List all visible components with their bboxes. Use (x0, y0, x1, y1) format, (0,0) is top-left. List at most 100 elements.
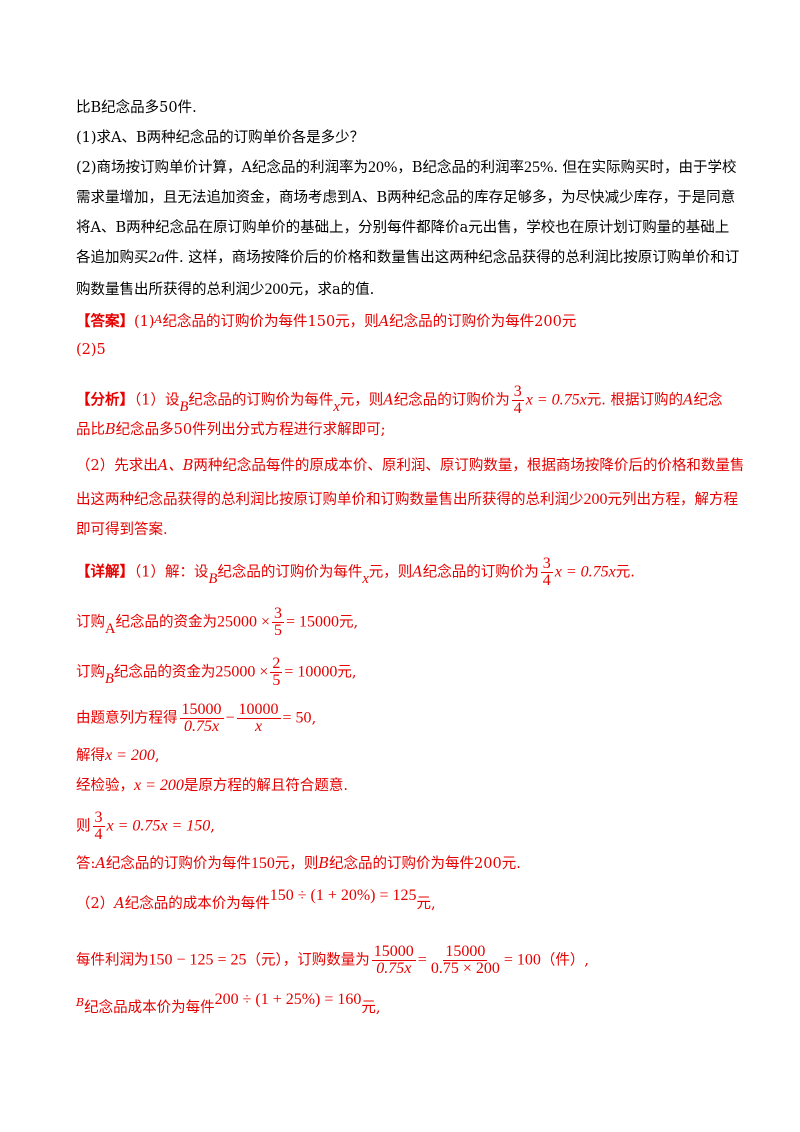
text-span: 25000 × (215, 663, 269, 681)
detail-line-9: （2）A纪念品的成本价为每件150 ÷ (1 + 20%) = 125元, (76, 887, 730, 914)
analysis-line-5: 即可得到答案. (76, 520, 730, 540)
text-span: B (208, 570, 218, 587)
text-span: 200 (583, 491, 608, 508)
text-span: 元. (615, 564, 635, 581)
text-span: 2a (148, 249, 165, 266)
text-span: 元，则 (274, 856, 319, 872)
text-span: = 100 (503, 951, 541, 969)
analysis-line-2: 品比B纪念品多50件列出分式方程进行求解即可; (76, 420, 730, 440)
text-span: 25000 × (216, 613, 271, 631)
text-span: 3 (272, 605, 285, 623)
text-span: 纪念品的订购价为每件 (105, 856, 251, 872)
text-span: = (417, 951, 427, 969)
text-span: B (318, 856, 330, 872)
text-span: 150 ÷ (1 + 20%) = 125 (269, 887, 417, 904)
text-span: 元，则 (368, 564, 413, 581)
text-span: B (105, 422, 116, 438)
text-span: x = 0.75x (554, 563, 616, 581)
text-span: = 10000 (284, 663, 338, 681)
text-span: ，B纪念品的利润率 (397, 160, 524, 176)
text-span: . 但在实际购买时，由于学校 (553, 160, 737, 176)
text-span: 0.75x (376, 960, 412, 977)
text-span: A (154, 313, 163, 326)
text-span: 件. 这样，商场按降价后的价格和数量售出这两种纪念品获得的总利润比按原订购单价和… (164, 250, 740, 266)
text-span: 每件利润为 (76, 952, 149, 969)
text-span: （2） (76, 896, 115, 912)
text-span: (1) (134, 314, 155, 330)
text-span: 2 (270, 655, 283, 673)
text-span: 即可得到答案. (76, 522, 168, 538)
text-span: 【答案】 (76, 313, 134, 330)
text-span: 纪念品的订购价为每件 (217, 564, 363, 581)
text-span: 【分析】 (76, 391, 134, 409)
text-span: 纪念品的订购价为每件150元，则 (162, 314, 379, 330)
text-span: 15000 (179, 701, 224, 719)
text-span: = 15000 (286, 613, 340, 631)
text-span: 5 (272, 672, 281, 689)
text-span: 纪念品的资金为 (113, 664, 216, 681)
text-span: A (114, 896, 125, 912)
text-span: 元，则 (339, 392, 384, 409)
problem-line-1: 比B纪念品多50件. (76, 98, 730, 118)
text-span: 纪念品的订购价为每件200元. (329, 856, 521, 872)
text-span: 纪念品的订购价为每件200元 (389, 314, 577, 330)
text-span: 纪念 (693, 392, 723, 409)
text-span: （2）先求出 (76, 458, 158, 474)
text-span: 4 (513, 400, 522, 417)
answer-part-2: (2)5 (76, 340, 730, 360)
text-span: 纪念品的订购价为 (393, 392, 510, 409)
analysis-line-3: （2）先求出A、B两种纪念品每件的原成本价、原利润、原订购数量，根据商场按降价后… (76, 456, 744, 476)
text-span: 4 (94, 826, 103, 843)
text-span: x = 200 (134, 777, 184, 794)
text-span: (1)求A、B两种纪念品的订购单价各是多少？ (76, 130, 365, 146)
text-span: (2)5 (76, 342, 106, 358)
text-span: 答: (76, 856, 96, 872)
text-span: A、B (157, 458, 194, 474)
text-span: 元列出方程，解方程 (607, 492, 739, 508)
text-span: 出这两种纪念品获得的总利润比按原订购单价和订购数量售出所获得的总利润少 (76, 492, 584, 508)
text-span: 150 (250, 855, 275, 872)
problem-line-5: 将A、B两种纪念品在原订购单价的基础上，分别每件都降价a元出售，学校也在原计划订… (76, 218, 730, 238)
text-span: 元，求a的值. (288, 282, 375, 298)
text-span: 10000 (236, 701, 281, 719)
text-span: 元, (416, 896, 436, 912)
text-span: 3 (511, 383, 524, 401)
text-span: 200 ÷ (1 + 25%) = 160 (214, 991, 362, 1008)
text-span: 25% (524, 159, 554, 176)
text-span: 150 − 125 = 25 (148, 951, 247, 969)
text-span: A (105, 620, 116, 637)
text-span: 3 (540, 555, 553, 573)
problem-question-1: (1)求A、B两种纪念品的订购单价各是多少？ (76, 128, 730, 148)
text-span: 纪念品的订购价为每件 (188, 392, 334, 409)
text-span: 200 (264, 281, 289, 298)
text-span: , (154, 748, 160, 764)
text-span: , (210, 818, 215, 835)
text-span: (2)商场按订购单价计算，A纪念品的利润率为 (76, 160, 369, 176)
text-span: 3 (92, 809, 105, 827)
text-span: x (333, 398, 340, 415)
text-span: 纪念品的资金为 (115, 614, 217, 631)
text-span: 两种纪念品每件的原成本价、原利润、原订购数量，根据商场按降价后的价格和数量售 (193, 458, 745, 474)
text-span: 15000 (371, 943, 416, 961)
text-span: x = 200 (105, 747, 155, 764)
text-span: A (378, 314, 390, 330)
text-span: A (383, 392, 394, 409)
text-span: 将A、B两种纪念品在原订购单价的基础上，分别每件都降价a元出售，学校也在原计划订… (76, 220, 730, 236)
text-span: （元），订购数量为 (246, 952, 370, 969)
detail-line-8: 答:A纪念品的订购价为每件150元，则B纪念品的订购价为每件200元. (76, 854, 730, 874)
text-span: （1）设 (134, 392, 180, 409)
text-span: 各追加购买 (76, 250, 149, 266)
text-span: 20% (368, 159, 398, 176)
text-span: 经检验， (76, 778, 134, 794)
